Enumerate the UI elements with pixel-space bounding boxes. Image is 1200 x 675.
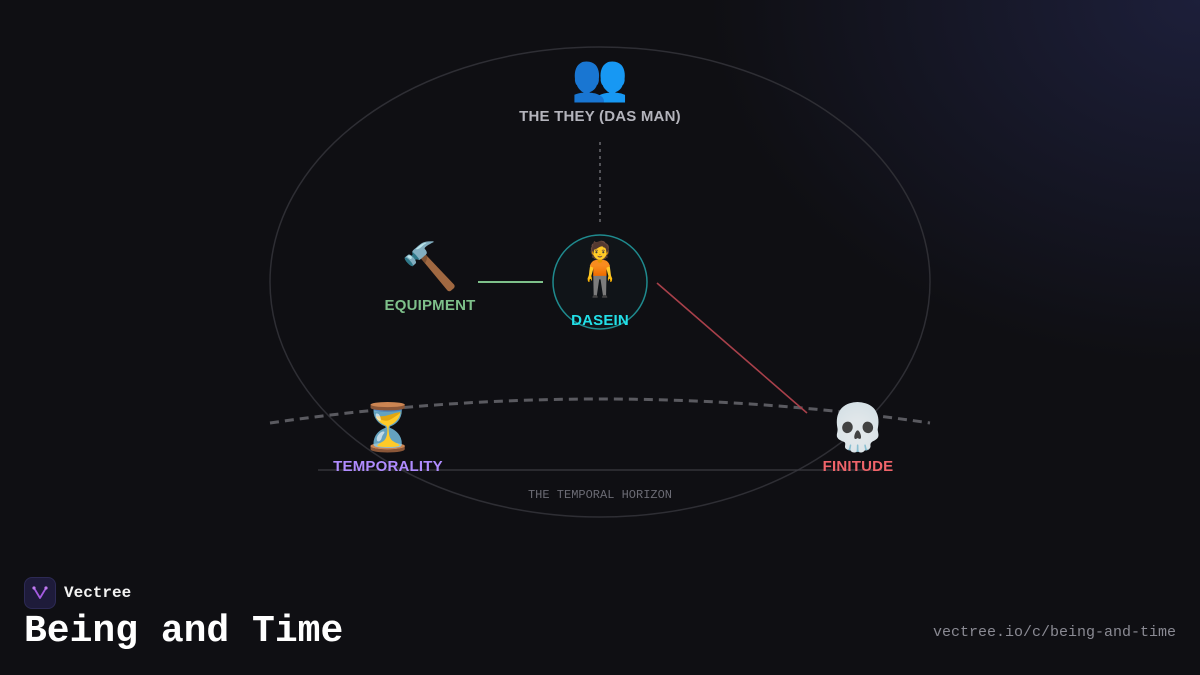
- dasein-ring: [552, 234, 648, 330]
- node-dasein: 🧍 DASEIN: [568, 244, 633, 329]
- node-label-dasein: DASEIN: [571, 312, 629, 329]
- person-standing-icon: 🧍: [567, 240, 633, 300]
- node-label-equipment: EQUIPMENT: [384, 297, 476, 314]
- hourglass-icon: ⏳: [359, 400, 417, 454]
- world-boundary-ellipse: [269, 46, 931, 518]
- hammer-icon: 🔨: [401, 239, 459, 293]
- source-url[interactable]: vectree.io/c/being-and-time: [932, 624, 1176, 641]
- temporal-horizon-arc: [269, 397, 931, 425]
- node-finitude: 💀 FINITUDE: [823, 404, 894, 475]
- vectree-logo-icon: [24, 577, 56, 609]
- temporal-horizon-label: THE TEMPORAL HORIZON: [527, 488, 673, 502]
- skull-icon: 💀: [829, 400, 887, 454]
- node-the-they: 👥 THE THEY (DAS MAN): [519, 54, 681, 125]
- brand-name: Vectree: [64, 584, 132, 602]
- node-temporality: ⏳ TEMPORALITY: [333, 404, 443, 475]
- node-label-finitude: FINITUDE: [822, 458, 894, 475]
- brand: Vectree: [24, 577, 131, 609]
- node-label-the-they: THE THEY (DAS MAN): [519, 108, 681, 125]
- page-title: Being and Time: [24, 610, 344, 653]
- people-icon: 👥: [571, 50, 629, 104]
- node-label-temporality: TEMPORALITY: [333, 458, 443, 475]
- edge-dasein-finitude: [656, 282, 808, 414]
- node-equipment: 🔨 EQUIPMENT: [385, 243, 476, 314]
